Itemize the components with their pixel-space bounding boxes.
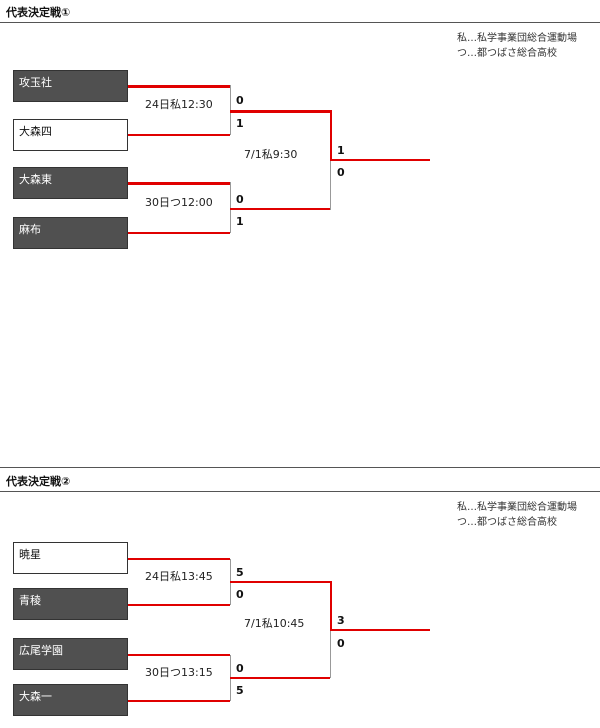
bracket-line bbox=[128, 134, 230, 136]
team-cell: 麻布 bbox=[13, 217, 128, 249]
divider bbox=[0, 467, 600, 468]
team-cell: 暁星 bbox=[13, 542, 128, 574]
score: 0 bbox=[236, 588, 244, 601]
section-title: 代表決定戦① bbox=[6, 6, 71, 19]
bracket-line bbox=[330, 629, 430, 631]
bracket-line bbox=[230, 182, 231, 233]
team-cell: 大森一 bbox=[13, 684, 128, 716]
score: 1 bbox=[236, 215, 244, 228]
match-info: 24日私12:30 bbox=[145, 98, 213, 111]
team-cell: 大森四 bbox=[13, 119, 128, 151]
bracket-line bbox=[330, 630, 331, 678]
score: 0 bbox=[236, 662, 244, 675]
bracket-line bbox=[330, 159, 430, 161]
match-info: 7/1私9:30 bbox=[244, 148, 298, 161]
bracket-line bbox=[230, 208, 330, 210]
match-info: 30日つ12:00 bbox=[145, 196, 213, 209]
bracket-line bbox=[330, 110, 332, 160]
bracket-line bbox=[230, 677, 330, 679]
bracket-line bbox=[128, 85, 230, 88]
score: 5 bbox=[236, 684, 244, 697]
score: 5 bbox=[236, 566, 244, 579]
score: 1 bbox=[236, 117, 244, 130]
bracket-line bbox=[128, 654, 230, 656]
bracket-line bbox=[128, 182, 230, 185]
section-title: 代表決定戦② bbox=[6, 475, 71, 488]
score: 0 bbox=[236, 94, 244, 107]
score: 0 bbox=[337, 166, 345, 179]
team-cell: 大森東 bbox=[13, 167, 128, 199]
match-info: 30日つ13:15 bbox=[145, 666, 213, 679]
bracket-line bbox=[230, 581, 330, 583]
bracket-line bbox=[128, 232, 230, 234]
bracket-line bbox=[330, 581, 332, 631]
bracket-line bbox=[128, 700, 230, 702]
bracket-line bbox=[128, 604, 230, 606]
bracket-line bbox=[330, 160, 331, 210]
score: 0 bbox=[337, 637, 345, 650]
match-info: 7/1私10:45 bbox=[244, 617, 305, 630]
team-cell: 攻玉社 bbox=[13, 70, 128, 102]
team-cell: 広尾学園 bbox=[13, 638, 128, 670]
score: 1 bbox=[337, 144, 345, 157]
venue-legend: 私…私学事業団総合運動場 つ…都つばさ総合高校 bbox=[457, 31, 577, 61]
score: 3 bbox=[337, 614, 345, 627]
legend-item: 私…私学事業団総合運動場 bbox=[457, 33, 577, 44]
bracket-line bbox=[128, 558, 230, 560]
divider bbox=[0, 491, 600, 492]
score: 0 bbox=[236, 193, 244, 206]
legend-item: 私…私学事業団総合運動場 bbox=[457, 502, 577, 513]
legend-item: つ…都つばさ総合高校 bbox=[457, 48, 557, 59]
venue-legend: 私…私学事業団総合運動場 つ…都つばさ総合高校 bbox=[457, 500, 577, 530]
match-info: 24日私13:45 bbox=[145, 570, 213, 583]
divider bbox=[0, 22, 600, 23]
bracket-line bbox=[230, 110, 330, 113]
legend-item: つ…都つばさ総合高校 bbox=[457, 517, 557, 528]
team-cell: 青稜 bbox=[13, 588, 128, 620]
